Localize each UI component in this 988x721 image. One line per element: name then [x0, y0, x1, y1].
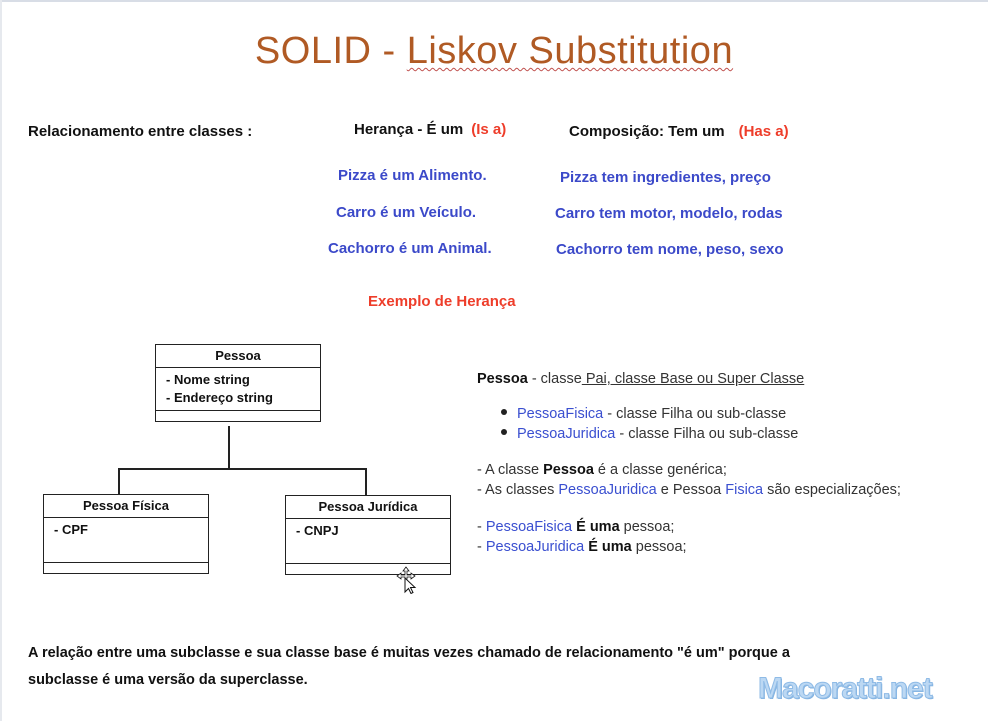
- text-segment: PessoaJuridica: [485, 539, 585, 555]
- top-border: [0, 0, 988, 2]
- text-segment: pessoa;: [631, 539, 687, 555]
- uml-attributes: - Nome string - Endereço string: [156, 368, 320, 411]
- composition-tag: (Has a): [738, 123, 789, 140]
- uml-connector-right: [365, 468, 367, 496]
- left-border: [0, 0, 2, 721]
- inheritance-example: Pizza é um Alimento.: [338, 167, 487, 184]
- text-segment: É uma: [584, 539, 632, 555]
- relationship-label: Relacionamento entre classes :: [28, 123, 253, 140]
- uml-operations: [286, 564, 450, 574]
- text-segment: PessoaFisica: [485, 519, 573, 535]
- uml-attribute: - Nome string: [166, 372, 250, 387]
- text-segment: Pessoa: [543, 462, 594, 478]
- text-segment: PessoaJuridica: [558, 482, 657, 498]
- summary-line: subclasse é uma versão da superclasse.: [28, 672, 308, 688]
- text-segment: -: [477, 519, 486, 535]
- uml-connector-vertical: [228, 426, 230, 470]
- example-title: Exemplo de Herança: [368, 293, 516, 310]
- summary-paragraph: A relação entre uma subclasse e sua clas…: [28, 640, 928, 694]
- subclass-name: PessoaFisica: [517, 406, 604, 422]
- composition-example: Cachorro tem nome, peso, sexo: [556, 241, 784, 258]
- subclass-name: PessoaJuridica: [517, 426, 616, 442]
- move-cursor-icon: [396, 566, 417, 594]
- subclass-list-item: PessoaJuridica - classe Filha ou sub-cla…: [501, 426, 798, 442]
- text-segment: pessoa;: [619, 519, 675, 535]
- text-segment: Fisica: [725, 482, 764, 498]
- uml-attribute: - CPF: [54, 522, 88, 537]
- bullet-icon: [501, 429, 507, 436]
- uml-class-pessoa-fisica: Pessoa Física - CPF: [43, 494, 209, 574]
- uml-class-pessoa: Pessoa - Nome string - Endereço string: [155, 344, 321, 422]
- uml-connector-left: [118, 468, 120, 494]
- text-segment: é a classe genérica;: [593, 462, 727, 478]
- base-class-name: Pessoa: [477, 371, 528, 387]
- macoratti-logo: Macoratti.net: [758, 672, 934, 706]
- base-class-text: - classe: [527, 371, 582, 387]
- title-prefix: SOLID -: [254, 30, 407, 72]
- uml-class-name: Pessoa Física: [44, 495, 208, 518]
- slide-title: SOLID - Liskov Substitution: [0, 30, 988, 73]
- inheritance-header-text: Herança - É um: [354, 121, 464, 138]
- subclass-desc: - classe Filha ou sub-classe: [603, 406, 787, 422]
- composition-example: Pizza tem ingredientes, preço: [560, 169, 771, 186]
- uml-class-name: Pessoa Jurídica: [286, 496, 450, 519]
- is-a-statement: - PessoaJuridica É uma pessoa;: [477, 539, 687, 555]
- uml-class-pessoa-juridica: Pessoa Jurídica - CNPJ: [285, 495, 451, 575]
- text-segment: e Pessoa: [656, 482, 726, 498]
- uml-operations: [156, 411, 320, 421]
- text-segment: - A classe: [477, 462, 544, 478]
- generic-class-note: - A classe Pessoa é a classe genérica;: [477, 462, 727, 478]
- composition-example: Carro tem motor, modelo, rodas: [555, 205, 783, 222]
- composition-header: Composição: Tem um (Has a): [569, 123, 789, 140]
- subclass-desc: - classe Filha ou sub-classe: [615, 426, 799, 442]
- text-segment: -: [477, 539, 486, 555]
- inheritance-header: Herança - É um (Is a): [354, 121, 506, 138]
- text-segment: É uma: [572, 519, 620, 535]
- inheritance-tag: (Is a): [471, 121, 507, 138]
- uml-attributes: - CPF: [44, 518, 208, 563]
- inheritance-example: Carro é um Veículo.: [336, 204, 477, 221]
- subclass-list-item: PessoaFisica - classe Filha ou sub-class…: [501, 406, 786, 422]
- uml-operations: [44, 563, 208, 573]
- uml-class-name: Pessoa: [156, 345, 320, 368]
- base-class-synonyms: Pai, classe Base ou Super Classe: [581, 371, 805, 387]
- base-class-description: Pessoa - classe Pai, classe Base ou Supe…: [477, 371, 804, 387]
- specialization-note: - As classes PessoaJuridica e Pessoa Fis…: [477, 482, 901, 498]
- is-a-statement: - PessoaFisica É uma pessoa;: [477, 519, 674, 535]
- composition-header-text: Composição: Tem um: [569, 123, 725, 140]
- uml-attribute: - CNPJ: [296, 523, 339, 538]
- text-segment: são especializações;: [763, 482, 901, 498]
- title-main: Liskov Substitution: [406, 30, 734, 72]
- text-segment: - As classes: [477, 482, 559, 498]
- uml-attributes: - CNPJ: [286, 519, 450, 564]
- uml-attribute: - Endereço string: [166, 390, 273, 405]
- inheritance-example: Cachorro é um Animal.: [328, 240, 492, 257]
- uml-connector-horizontal: [118, 468, 367, 470]
- bullet-icon: [501, 409, 507, 416]
- summary-line: A relação entre uma subclasse e sua clas…: [28, 645, 790, 661]
